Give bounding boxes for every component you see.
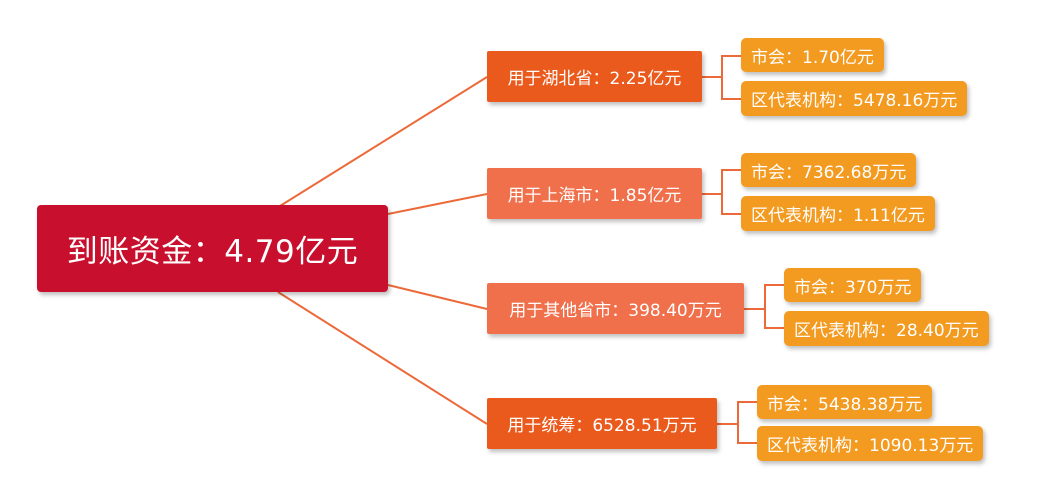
connector-root-branch-4 (277, 291, 488, 425)
root-label: 到账资金：4.79亿元 (66, 234, 359, 270)
leaf-hubei-city: 市会：1.70亿元 (741, 38, 884, 72)
branch-shanghai: 用于上海市：1.85亿元 (487, 168, 702, 219)
connector-branch-1-leaves-b (721, 77, 741, 100)
branch-overall: 用于统筹：6528.51万元 (487, 398, 717, 449)
leaf-shanghai-district: 区代表机构：1.11亿元 (741, 196, 935, 231)
leaf-shanghai-city: 市会：7362.68万元 (741, 153, 917, 187)
branch-other-provinces: 用于其他省市：398.40万元 (487, 283, 744, 334)
connector-branch-2-leaves (702, 169, 741, 195)
branch-hubei: 用于湖北省：2.25亿元 (487, 51, 702, 102)
leaf-label: 市会：7362.68万元 (751, 162, 907, 183)
connector-root-branch-3 (387, 284, 488, 310)
connector-root-branch-2 (387, 193, 488, 215)
connector-branch-4-leaves (717, 401, 757, 425)
leaf-label: 区代表机构：1090.13万元 (767, 436, 974, 456)
connector-branch-3-leaves-b (764, 309, 784, 329)
leaf-hubei-district: 区代表机构：5478.16万元 (741, 81, 968, 116)
leaf-label: 区代表机构：5478.16万元 (751, 91, 958, 111)
leaf-label: 市会：1.70亿元 (751, 47, 874, 68)
connector-branch-3-leaves (744, 284, 784, 310)
leaf-overall-district: 区代表机构：1090.13万元 (757, 426, 984, 461)
connector-branch-4-leaves-b (737, 424, 757, 444)
leaf-label: 市会：370万元 (794, 277, 912, 298)
connector-root-branch-1 (279, 76, 488, 207)
branch-label: 用于其他省市：398.40万元 (509, 301, 722, 321)
root-node: 到账资金：4.79亿元 (37, 205, 388, 292)
connector-branch-2-leaves-b (721, 194, 741, 215)
leaf-overall-city: 市会：5438.38万元 (757, 385, 933, 419)
leaf-other-district: 区代表机构：28.40万元 (784, 311, 989, 346)
leaf-label: 市会：5438.38万元 (767, 394, 923, 415)
leaf-label: 区代表机构：28.40万元 (794, 321, 979, 341)
leaf-label: 区代表机构：1.11亿元 (751, 206, 925, 226)
branch-label: 用于湖北省：2.25亿元 (507, 69, 682, 89)
branch-label: 用于上海市：1.85亿元 (507, 186, 682, 206)
leaf-other-city: 市会：370万元 (784, 268, 922, 302)
connector-branch-1-leaves (702, 55, 741, 78)
branch-label: 用于统筹：6528.51万元 (507, 416, 697, 436)
